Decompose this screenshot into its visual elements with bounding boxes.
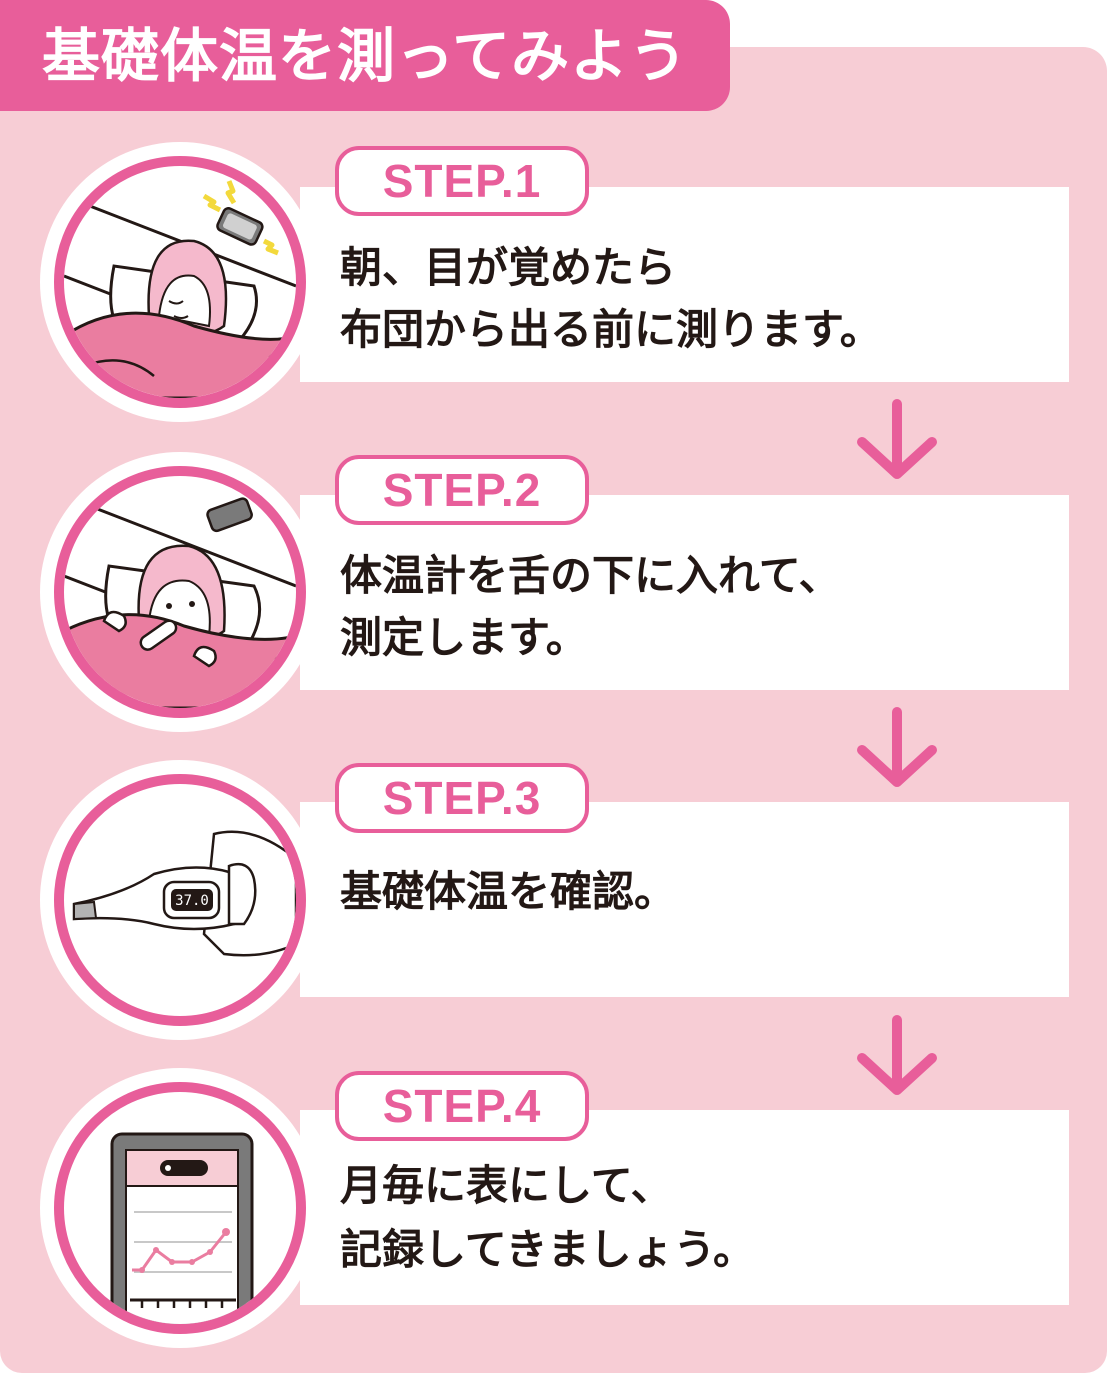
- title-banner: 基礎体温を測ってみよう: [0, 0, 730, 111]
- step-2-badge: STEP.2: [335, 455, 589, 525]
- step-1-line-2: 布団から出る前に測ります。: [340, 305, 882, 354]
- step-3-line-1: 基礎体温を確認。: [340, 867, 677, 916]
- step-4-badge: STEP.4: [335, 1071, 589, 1141]
- phone-chart-icon: [110, 1132, 254, 1324]
- step-4-line-1: 月毎に表にして、: [340, 1161, 673, 1210]
- step-2-illustration: [40, 452, 320, 732]
- step-4-card: [300, 1110, 1069, 1305]
- step-1-badge: STEP.1: [335, 146, 589, 216]
- step-4-illustration: [40, 1068, 320, 1348]
- step-2-card: [300, 495, 1069, 690]
- step-2-line-1: 体温計を舌の下に入れて、: [340, 551, 841, 600]
- step-3-card: [300, 802, 1069, 997]
- step-1-card: [300, 187, 1069, 382]
- arrow-down-icon: [857, 1015, 937, 1095]
- woman-thermometer-icon: [64, 494, 296, 708]
- step-2-line-2: 測定します。: [340, 613, 588, 662]
- arrow-down-icon: [857, 399, 937, 479]
- step-4-line-2: 記録してきましょう。: [340, 1225, 755, 1274]
- hand-thermometer-icon: 37.0: [72, 830, 296, 957]
- step-1-line-1: 朝、目が覚めたら: [340, 243, 677, 292]
- sleeping-woman-icon: [64, 180, 296, 398]
- step-3-badge: STEP.3: [335, 763, 589, 833]
- page-title: 基礎体温を測ってみよう: [42, 22, 689, 90]
- arrow-down-icon: [857, 707, 937, 787]
- step-3-illustration: 37.0: [40, 760, 320, 1040]
- thermometer-reading: 37.0: [175, 893, 209, 909]
- step-1-illustration: [40, 142, 320, 422]
